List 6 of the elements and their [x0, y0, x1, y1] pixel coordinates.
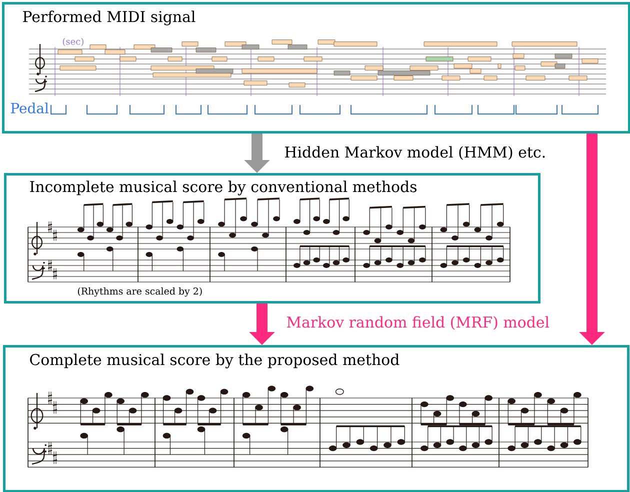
- label: (sec): [62, 38, 84, 46]
- panel: Complete musical score by the proposed method: [3, 345, 630, 492]
- edge-label: Hidden Markov model (HMM) etc.: [283, 145, 548, 161]
- label: Pedal: [10, 102, 49, 114]
- edge-label: Markov random field (MRF) model: [285, 315, 551, 331]
- panel: Incomplete musical score by conventional methods (Rhythms are scaled by 2): [4, 173, 540, 304]
